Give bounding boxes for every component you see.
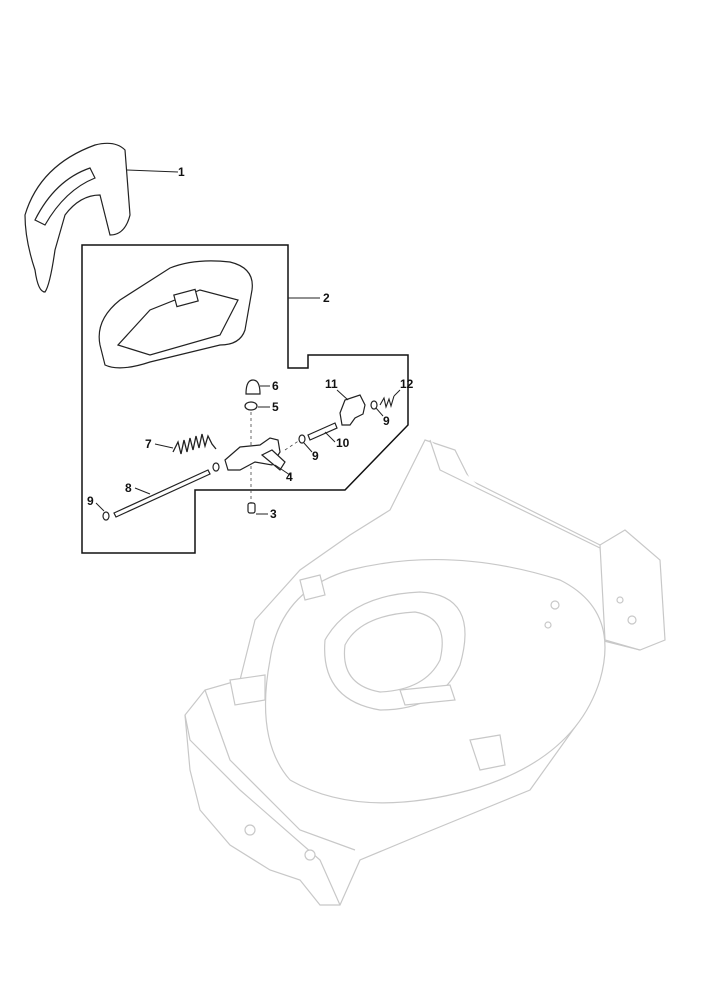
callout-8: 8 [125,481,132,495]
assembly-axis-line [284,439,301,451]
mower-deck [184,439,666,906]
part-1-handle-cover[interactable] [24,142,179,293]
part-12-small-spring[interactable] [379,389,401,409]
callout-10: 10 [336,436,350,450]
part-7-spring[interactable] [154,433,217,455]
part-11-hook[interactable] [336,389,366,426]
callout-7: 7 [145,437,152,451]
callout-9: 9 [87,494,94,508]
callout-11: 11 [325,377,338,391]
part-5-nut[interactable] [244,401,270,411]
part-4-latch-bracket[interactable] [224,437,291,476]
callout-5: 5 [272,400,279,414]
callout-1: 1 [178,165,185,179]
assembly-frame [81,244,409,554]
part-10-pin[interactable] [307,422,338,443]
callout-4: 4 [286,470,293,484]
callout-9: 9 [312,449,319,463]
callout-6: 6 [272,379,279,393]
part-3-screw[interactable] [247,502,268,515]
callout-9: 9 [383,414,390,428]
callout-2: 2 [323,291,330,305]
part-9-washer[interactable] [298,434,313,453]
part-9-washer[interactable] [95,502,110,521]
part-9-washer[interactable] [370,400,384,417]
callout-12: 12 [400,377,414,391]
part-6-cap[interactable] [245,379,270,395]
part-8-rod[interactable] [113,469,211,518]
callout-3: 3 [270,507,277,521]
part-9-washer[interactable] [212,462,220,472]
part-2-top-cover[interactable] [98,260,320,369]
